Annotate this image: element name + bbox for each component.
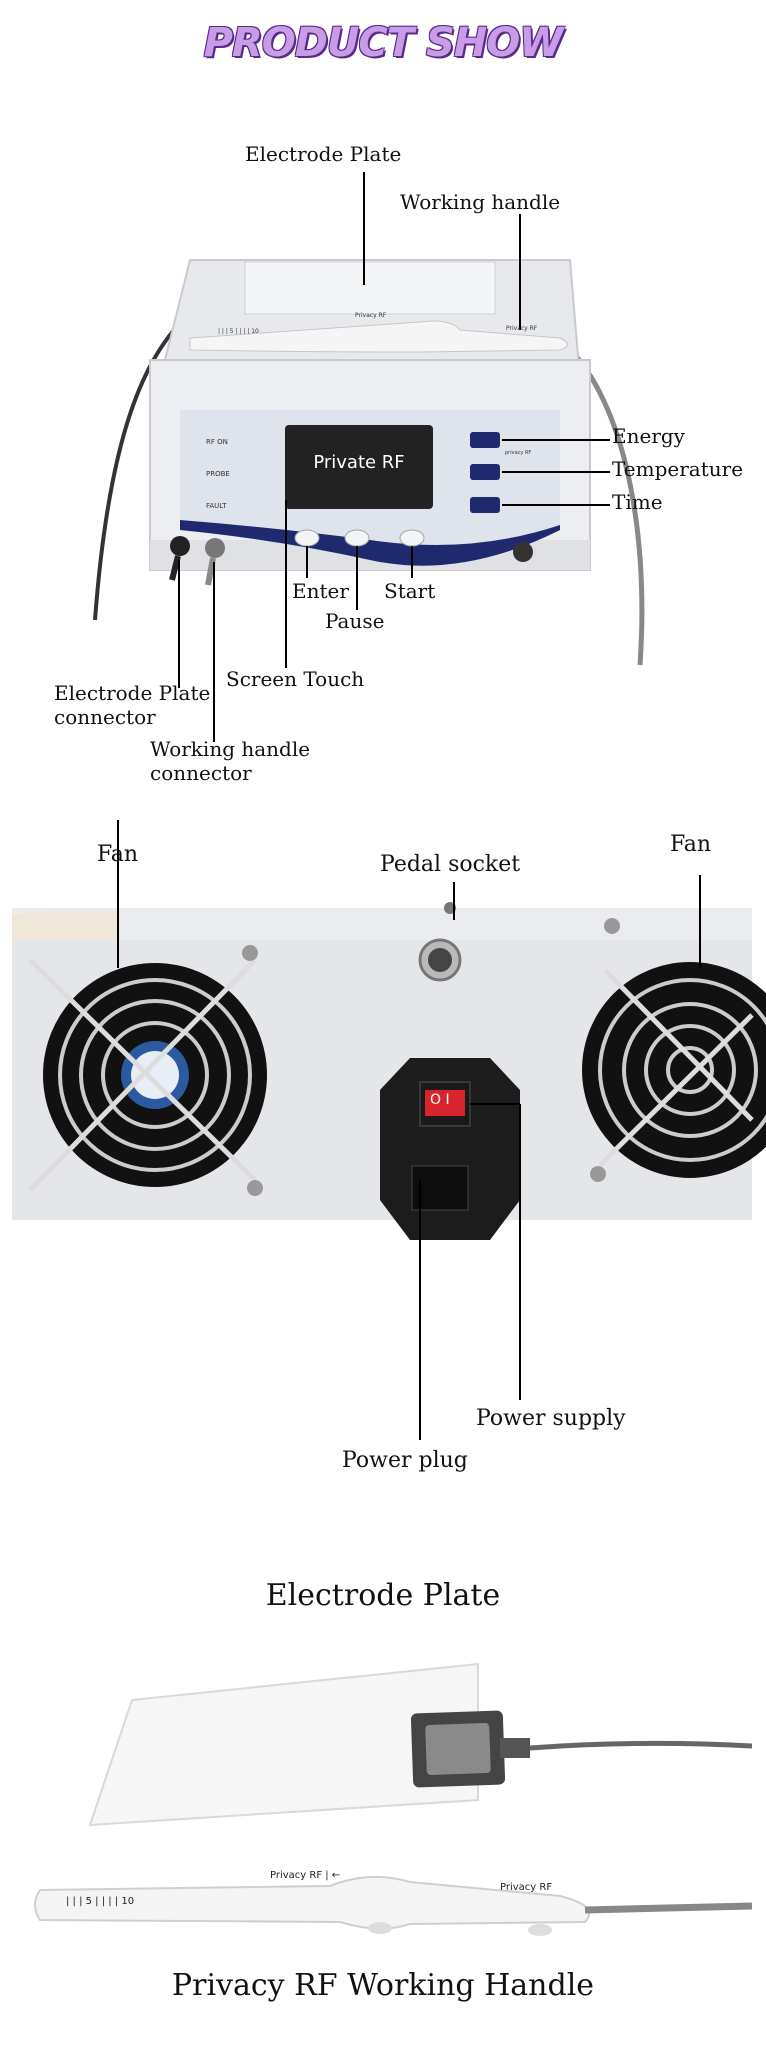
handle-brand-text-2: Privacy RF	[500, 1882, 553, 1893]
page-title: PRODUCT SHOW	[203, 20, 564, 66]
device-front-drawing	[93, 172, 645, 742]
electrode-plate-illustration	[0, 1650, 766, 1850]
label-working-handle: Working handle	[400, 190, 561, 214]
label-fan-right: Fan	[670, 832, 712, 857]
label-power-plug: Power plug	[342, 1448, 468, 1473]
panel-brand: privacy RF	[505, 450, 532, 456]
top-handle-scale: | | | 5 | | | | 10	[218, 328, 259, 335]
indicator-fault: FAULT	[206, 502, 227, 510]
label-fan-left: Fan	[97, 842, 139, 867]
screen-text: Private RF	[313, 452, 405, 473]
handle-brand-text-1: Privacy RF | ←	[270, 1870, 341, 1881]
device-back-drawing	[12, 820, 766, 1440]
handle-scale-text: | | | 5 | | | | 10	[66, 1896, 135, 1907]
label-enter: Enter	[292, 579, 349, 603]
label-pedal-socket: Pedal socket	[380, 852, 521, 877]
label-temperature: Temperature	[612, 457, 744, 481]
working-handle-title: Privacy RF Working Handle	[171, 1968, 595, 2003]
top-handle-brand: Privacy RF	[355, 312, 387, 319]
label-electrode-plate-connector-1: Electrode Plate	[54, 681, 211, 705]
label-electrode-plate: Electrode Plate	[245, 142, 402, 166]
indicator-rf-on: RF ON	[206, 438, 228, 446]
electrode-plate-drawing	[88, 1662, 753, 1827]
label-power-supply: Power supply	[476, 1406, 626, 1431]
working-handle-drawing	[34, 1875, 753, 1936]
label-energy: Energy	[612, 424, 685, 448]
label-start: Start	[384, 579, 436, 603]
label-working-handle-connector-2: connector	[150, 761, 252, 785]
working-handle-illustration: | | | 5 | | | | 10 Privacy RF | ← Privac…	[0, 1850, 766, 1960]
label-pause: Pause	[325, 609, 385, 633]
switch-marks: O I	[430, 1092, 450, 1108]
label-screen-touch: Screen Touch	[226, 667, 365, 691]
indicator-probe: PROBE	[206, 470, 230, 478]
front-view-illustration: Private RF RF ON PROBE FAULT privacy RF …	[0, 0, 766, 800]
label-time: Time	[612, 490, 663, 514]
top-handle-brand-2: Privacy RF	[506, 325, 538, 332]
label-electrode-plate-connector-2: connector	[54, 705, 156, 729]
label-working-handle-connector-1: Working handle	[150, 737, 311, 761]
electrode-plate-title: Electrode Plate	[265, 1578, 501, 1613]
back-view-illustration: O I Fan Pedal socket Fan Power supply Po…	[0, 820, 766, 1480]
